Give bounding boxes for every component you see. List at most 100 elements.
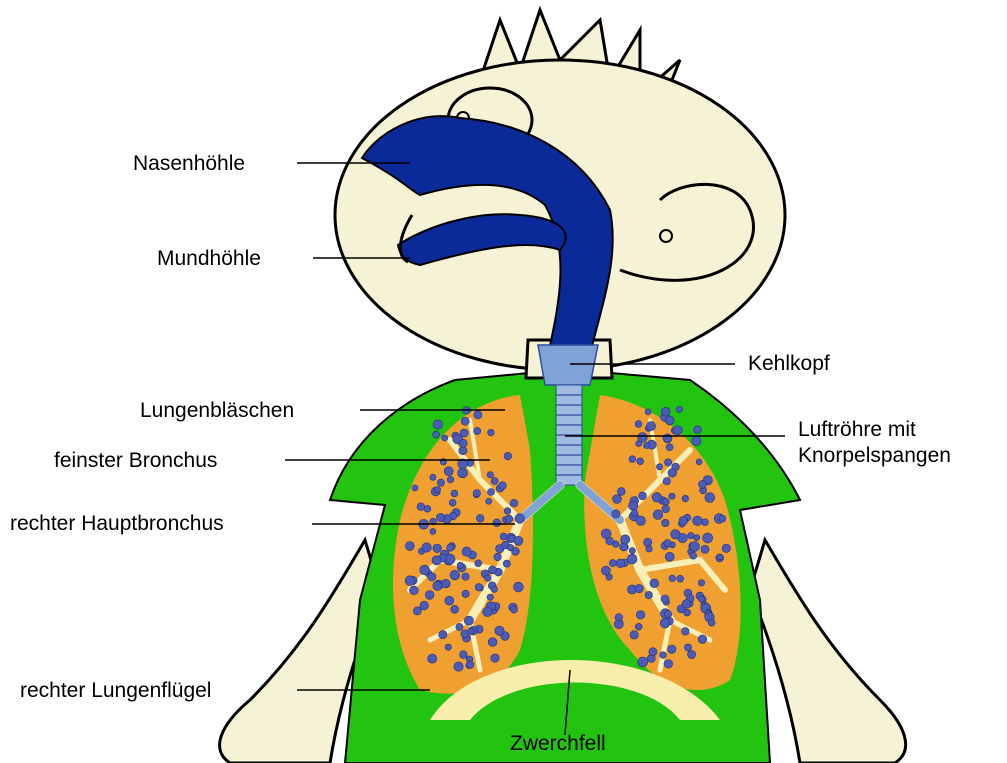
alveolus [609, 560, 616, 567]
alveolus [636, 516, 645, 525]
alveolus [430, 528, 436, 534]
alveolus [417, 503, 425, 511]
alveolus [493, 519, 501, 527]
alveolus [505, 515, 512, 522]
label-feinster-bronchus: feinster Bronchus [54, 449, 217, 473]
alveolus [638, 433, 648, 443]
alveolus [450, 570, 460, 580]
alveolus [510, 499, 518, 507]
alveolus [664, 611, 671, 618]
alveolus [460, 651, 468, 659]
alveolus [475, 560, 482, 567]
alveolus [432, 556, 441, 565]
alveolus [459, 439, 467, 447]
alveolus [673, 426, 682, 435]
alveolus [688, 650, 696, 658]
alveolus [621, 535, 630, 544]
alveolus [462, 547, 471, 556]
alveolus [601, 529, 611, 539]
alveolus [650, 579, 659, 588]
alveolus [665, 416, 674, 425]
label-lungenfluegel: rechter Lungenflügel [20, 679, 211, 703]
alveolus [467, 661, 474, 668]
alveolus [444, 467, 453, 476]
alveolus [420, 565, 430, 575]
label-lungenblaeschen: Lungenbläschen [140, 399, 294, 423]
alveolus [690, 552, 697, 559]
alveolus [405, 542, 414, 551]
alveolus [413, 607, 421, 615]
alveolus [645, 409, 651, 415]
alveolus [499, 482, 507, 490]
alveolus [665, 459, 672, 466]
alveolus [661, 407, 670, 416]
alveolus [616, 559, 625, 568]
label-mundhoehle: Mundhöhle [157, 247, 261, 271]
right-arm [750, 540, 906, 763]
alveolus [664, 660, 673, 669]
alveolus [476, 515, 484, 523]
alveolus [489, 566, 497, 574]
alveolus [473, 490, 480, 497]
alveolus [661, 595, 669, 603]
alveolus [412, 485, 418, 491]
alveolus [491, 586, 497, 592]
alveolus [656, 464, 662, 470]
alveolus [698, 635, 707, 644]
alveolus [653, 510, 663, 520]
alveolus [439, 631, 447, 639]
alveolus [717, 554, 723, 560]
alveolus [475, 584, 482, 591]
alveolus [693, 516, 703, 526]
alveolus [708, 619, 715, 626]
alveolus [437, 479, 444, 486]
alveolus [458, 468, 468, 478]
alveolus [645, 591, 652, 598]
alveolus [682, 628, 690, 636]
alveolus [643, 442, 649, 448]
alveolus [682, 495, 689, 502]
alveolus [456, 623, 463, 630]
label-zwerchfell: Zwerchfell [510, 732, 606, 756]
alveolus [719, 515, 726, 522]
alveolus [688, 532, 694, 538]
alveolus [488, 638, 497, 647]
label-luftroehre-line2: Knorpelspangen [798, 444, 951, 468]
label-kehlkopf: Kehlkopf [748, 352, 830, 376]
label-nasenhoehle: Nasenhöhle [133, 152, 245, 176]
alveolus [635, 584, 643, 592]
alveolus [494, 553, 501, 560]
alveolus [488, 489, 495, 496]
alveolus [703, 533, 713, 543]
alveolus [692, 436, 701, 445]
alveolus [410, 586, 419, 595]
alveolus [662, 505, 670, 513]
alveolus [629, 501, 638, 510]
alveolus [433, 581, 442, 590]
alveolus [617, 488, 625, 496]
alveolus [639, 492, 647, 500]
alveolus [430, 474, 436, 480]
alveolus [504, 452, 512, 460]
alveolus [647, 422, 656, 431]
alveolus [601, 566, 610, 575]
alveolus [635, 421, 642, 428]
alveolus [631, 510, 638, 517]
alveolus [511, 606, 518, 613]
alveolus [662, 519, 669, 526]
alveolus [514, 582, 524, 592]
alveolus [474, 427, 481, 434]
alveolus [698, 580, 704, 586]
alveolus [677, 575, 684, 582]
alveolus [442, 435, 448, 441]
alveolus [662, 498, 669, 505]
alveolus [636, 611, 645, 620]
alveolus [428, 654, 437, 663]
alveolus [433, 544, 442, 553]
alveolus [447, 476, 454, 483]
alveolus [503, 560, 510, 567]
alveolus [486, 498, 492, 504]
alveolus [644, 538, 652, 546]
alveolus [461, 417, 469, 425]
alveolus [629, 456, 636, 463]
